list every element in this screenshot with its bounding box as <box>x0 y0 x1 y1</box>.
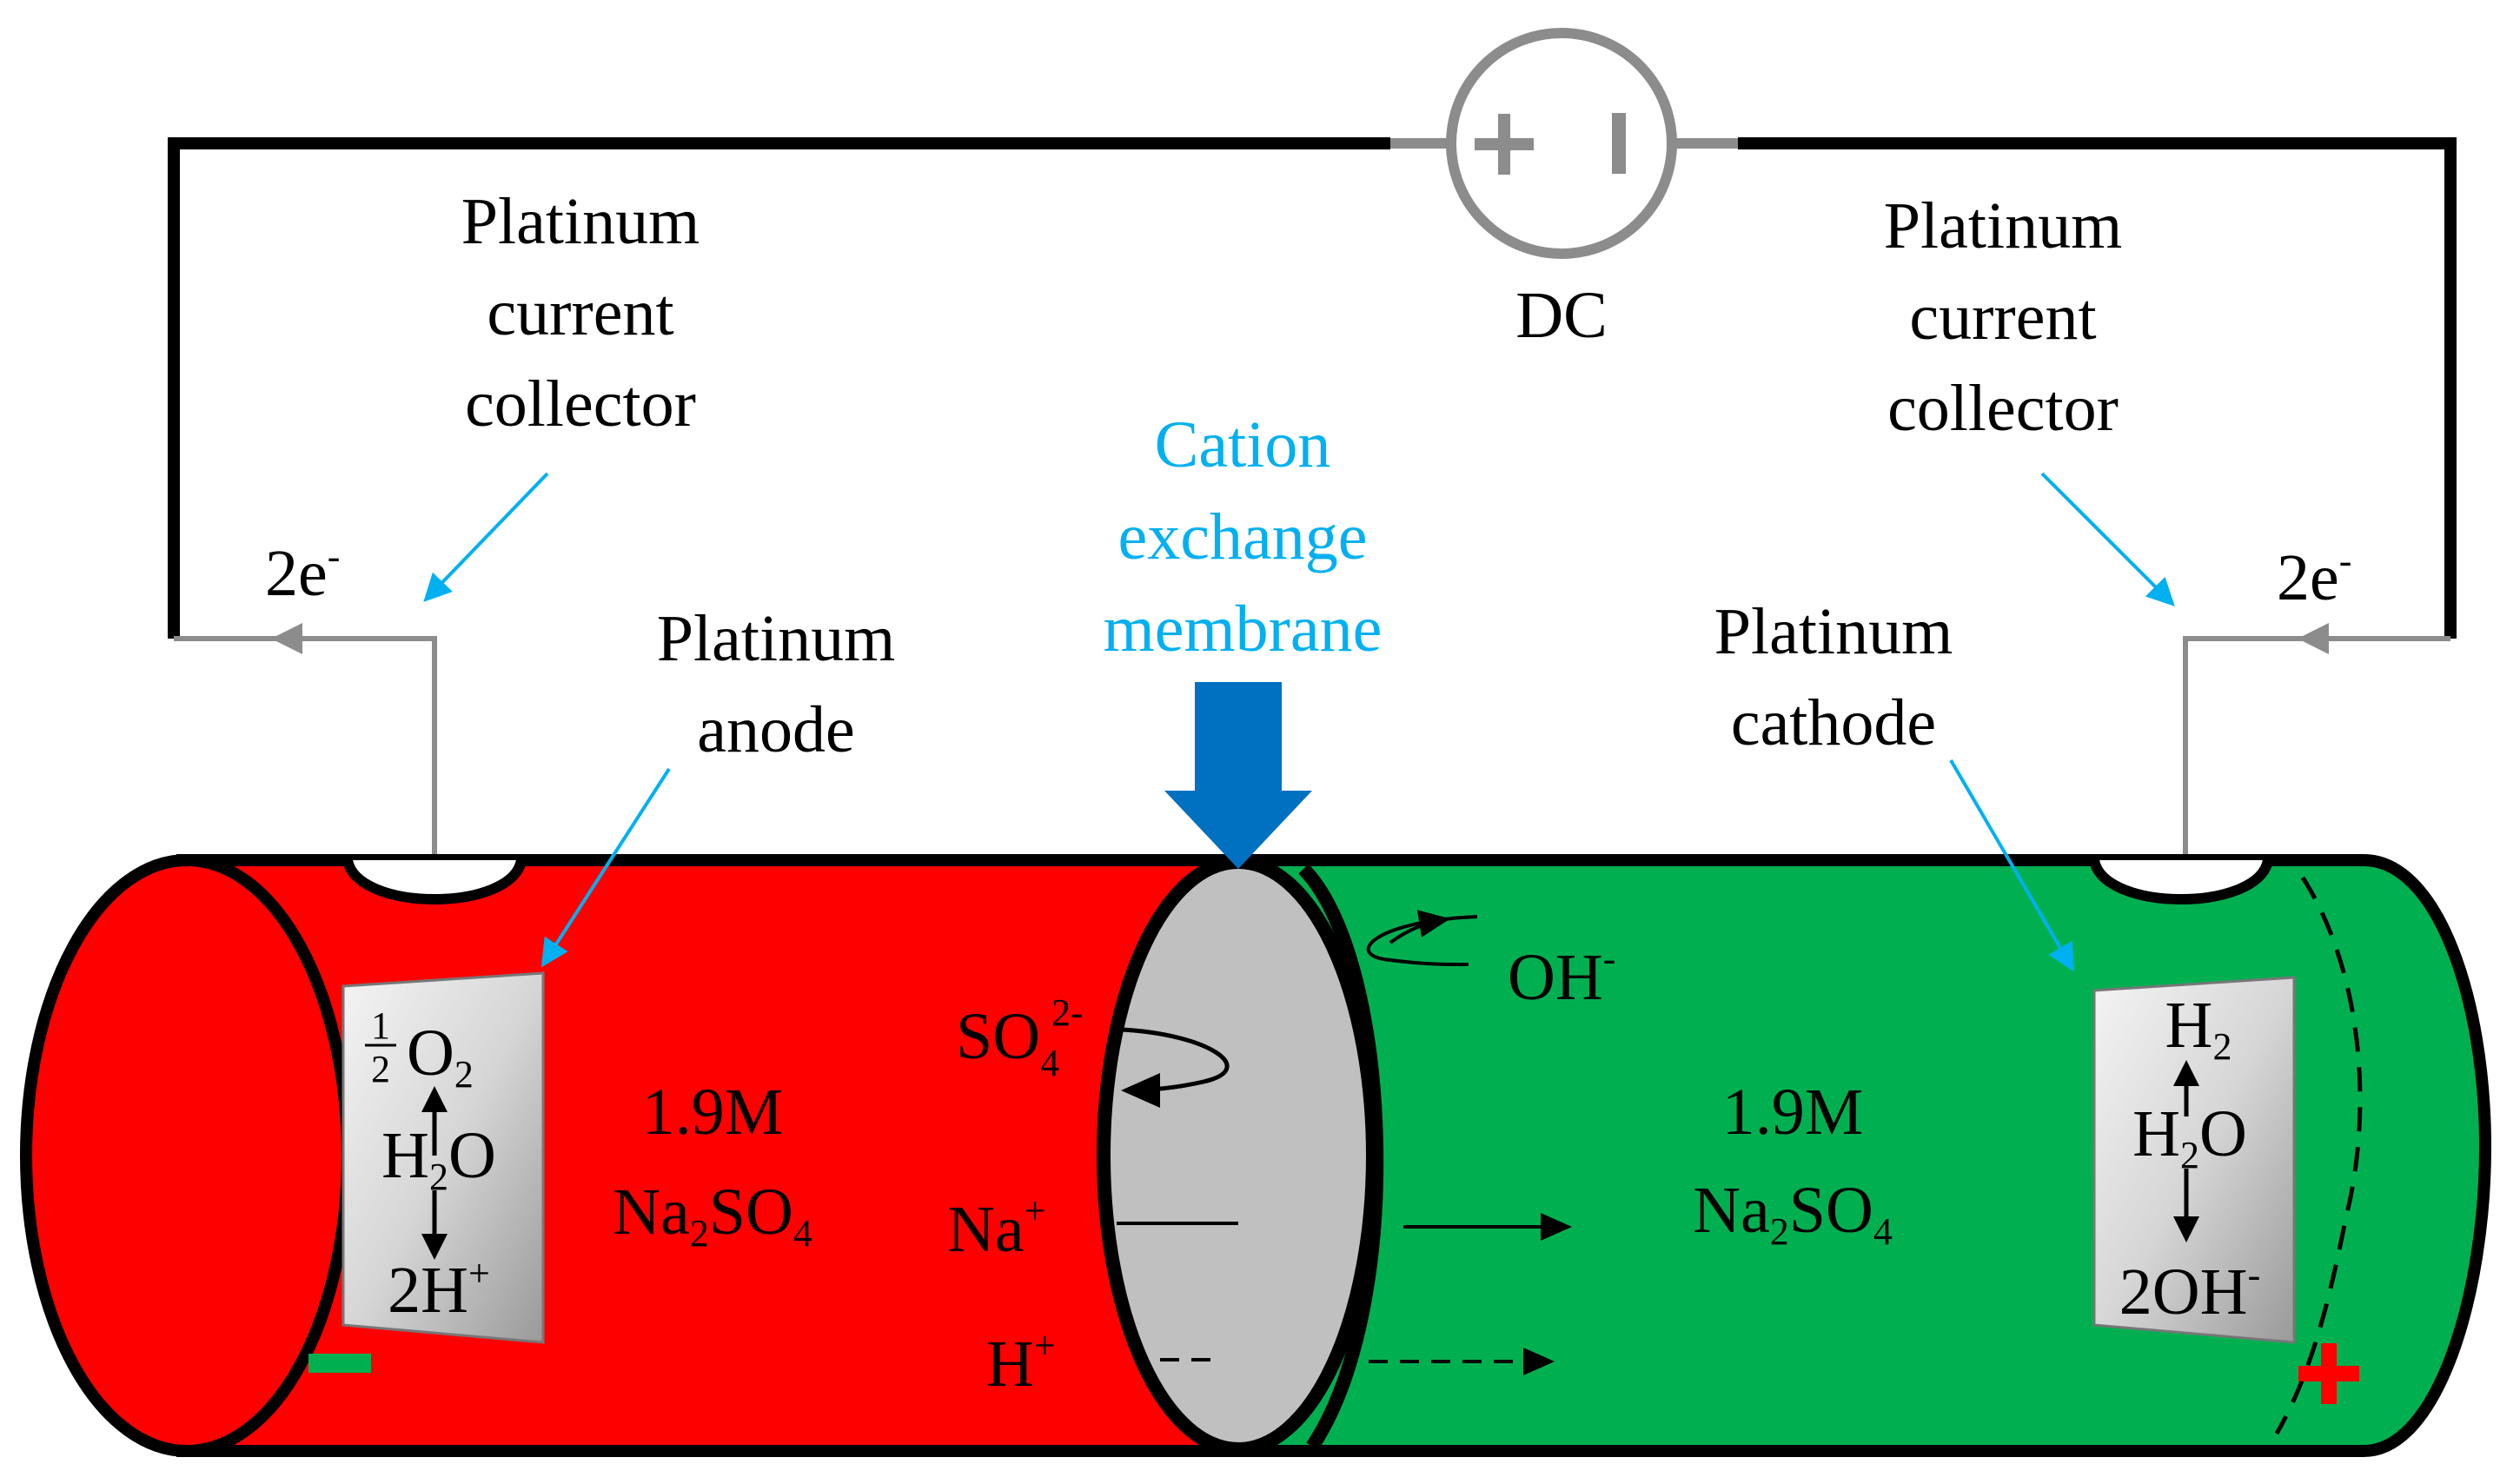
right-electron-label: 2e- <box>2277 540 2351 614</box>
cathode-reaction: H2 H2O 2OH- <box>2119 989 2260 1328</box>
svg-text:anode: anode <box>697 693 854 766</box>
svg-text:O2: O2 <box>407 1017 474 1096</box>
minus-symbol <box>1612 113 1626 174</box>
membrane-pointer-arrow-icon <box>1164 682 1312 869</box>
right-electrolyte: 1.9M Na2SO4 <box>1693 1076 1893 1253</box>
svg-text:exchange: exchange <box>1118 500 1368 573</box>
svg-text:2OH-: 2OH- <box>2119 1254 2260 1328</box>
svg-text:current: current <box>1909 281 2096 354</box>
cathode-label: Platinum cathode <box>1714 595 2075 972</box>
left-electrolyte: 1.9M Na2SO4 <box>613 1076 812 1255</box>
tube-end-cap <box>20 854 354 1457</box>
dc-label: DC <box>1515 279 1608 352</box>
catholyte-compartment <box>1232 854 2492 1457</box>
external-circuit: DC <box>168 28 2457 639</box>
svg-text:H+: H+ <box>986 1324 1056 1401</box>
svg-text:Platinum: Platinum <box>1884 189 2122 262</box>
svg-text:membrane: membrane <box>1104 593 1383 666</box>
cathode-pole-sign <box>2298 1343 2359 1404</box>
dc-source-icon <box>1446 28 1677 259</box>
svg-text:1.9M: 1.9M <box>1722 1076 1864 1149</box>
cathode-port <box>2089 858 2273 904</box>
svg-text:2H+: 2H+ <box>388 1252 490 1327</box>
right-collector-label: Platinum current collector <box>1884 189 2175 606</box>
svg-text:Platinum: Platinum <box>461 185 700 258</box>
left-wire <box>168 137 1390 639</box>
proton-ion: H+ <box>986 1324 1555 1401</box>
svg-text:Platinum: Platinum <box>657 602 895 675</box>
anode-reaction: 1 2 O2 H2O 2H+ <box>365 1004 496 1327</box>
svg-text:Na2SO4: Na2SO4 <box>613 1176 812 1255</box>
svg-text:current: current <box>487 276 673 349</box>
anode-port <box>342 858 527 904</box>
left-electron-label: 2e- <box>265 535 340 610</box>
membrane-disc <box>1097 855 1380 1456</box>
svg-text:SO4: SO4 <box>956 1000 1059 1084</box>
svg-text:collector: collector <box>465 368 696 441</box>
svg-text:1: 1 <box>371 1004 390 1047</box>
sodium-ion: Na+ <box>947 1189 1572 1266</box>
svg-text:Na2SO4: Na2SO4 <box>1693 1174 1893 1253</box>
svg-text:2-: 2- <box>1051 991 1084 1034</box>
hydroxide-ion: OH- <box>1366 910 1615 1014</box>
right-wire <box>1738 137 2457 639</box>
membrane-label: Cation exchange membrane <box>1104 408 1383 869</box>
cathode-plate: H2 H2O 2OH- <box>2092 976 2296 1344</box>
sulfate-ion: SO4 2- <box>956 991 1230 1108</box>
svg-text:Na+: Na+ <box>947 1189 1045 1266</box>
anode-pole-sign <box>308 1354 371 1373</box>
svg-text:Platinum: Platinum <box>1714 595 1953 668</box>
svg-text:OH-: OH- <box>1508 937 1615 1014</box>
svg-text:cathode: cathode <box>1731 686 1936 759</box>
svg-text:2: 2 <box>371 1048 390 1090</box>
anode-plate: 1 2 O2 H2O 2H+ <box>342 971 545 1344</box>
svg-text:H2: H2 <box>2165 989 2232 1068</box>
anode-label: Platinum anode <box>540 602 895 968</box>
svg-text:Cation: Cation <box>1155 408 1331 481</box>
svg-text:1.9M: 1.9M <box>642 1076 784 1149</box>
svg-text:H2O: H2O <box>2132 1097 2247 1176</box>
svg-text:collector: collector <box>1887 372 2119 445</box>
left-collector-label: Platinum current collector <box>423 185 700 602</box>
svg-text:H2O: H2O <box>381 1119 496 1198</box>
